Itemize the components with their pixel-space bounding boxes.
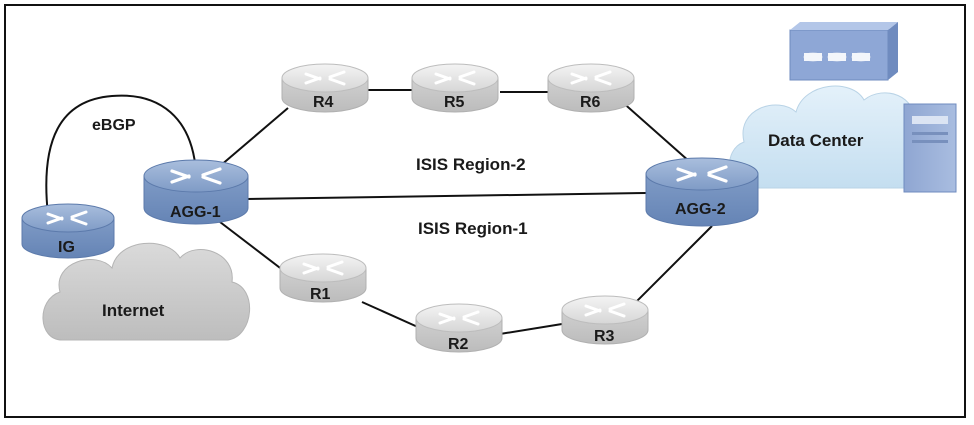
- label-isis-region-1: ISIS Region-1: [418, 219, 528, 238]
- router-arrows-icon: [438, 310, 480, 326]
- label-r1: R1: [310, 286, 331, 303]
- label-r5: R5: [444, 94, 465, 111]
- router-ig: [21, 203, 115, 259]
- label-agg1: AGG-1: [170, 204, 221, 221]
- router-arrows-icon: [302, 260, 344, 276]
- router-arrows-icon: [170, 167, 222, 185]
- link-agg1-r4: [219, 107, 289, 167]
- router-arrows-icon: [304, 70, 346, 86]
- router-arrows-icon: [584, 302, 626, 318]
- label-r3: R3: [594, 328, 615, 345]
- storage-array-icon: [789, 22, 898, 81]
- router-arrows-icon: [46, 210, 88, 226]
- router-r1: [279, 253, 367, 303]
- router-arrows-icon: [676, 165, 728, 183]
- link-r6-agg2: [619, 99, 691, 163]
- internet-cloud: [42, 242, 251, 341]
- label-ig: IG: [58, 239, 75, 256]
- label-r2: R2: [448, 336, 469, 353]
- router-agg1: [143, 159, 249, 225]
- label-agg2: AGG-2: [675, 201, 726, 218]
- link-agg1-r1: [219, 221, 289, 275]
- links: [45, 89, 713, 335]
- link-agg1-agg2: [245, 192, 647, 200]
- link-r3-agg2: [633, 225, 713, 305]
- server-icon: [903, 103, 957, 193]
- router-arrows-icon: [570, 70, 612, 86]
- router-r5: [411, 63, 499, 113]
- router-r6: [547, 63, 635, 113]
- router-r4: [281, 63, 369, 113]
- link-r1-r2: [361, 301, 421, 329]
- link-ig-agg1-ebgp: [45, 94, 197, 216]
- label-r6: R6: [580, 94, 601, 111]
- label-ebgp: eBGP: [92, 117, 136, 134]
- label-r4: R4: [313, 94, 334, 111]
- label-internet: Internet: [102, 301, 165, 320]
- router-arrows-icon: [434, 70, 476, 86]
- label-isis-region-2: ISIS Region-2: [416, 155, 526, 174]
- label-data-center: Data Center: [768, 131, 864, 150]
- router-agg2: [645, 157, 759, 227]
- router-r3: [561, 295, 649, 345]
- link-r2-r3: [499, 323, 563, 335]
- router-r2: [415, 303, 503, 353]
